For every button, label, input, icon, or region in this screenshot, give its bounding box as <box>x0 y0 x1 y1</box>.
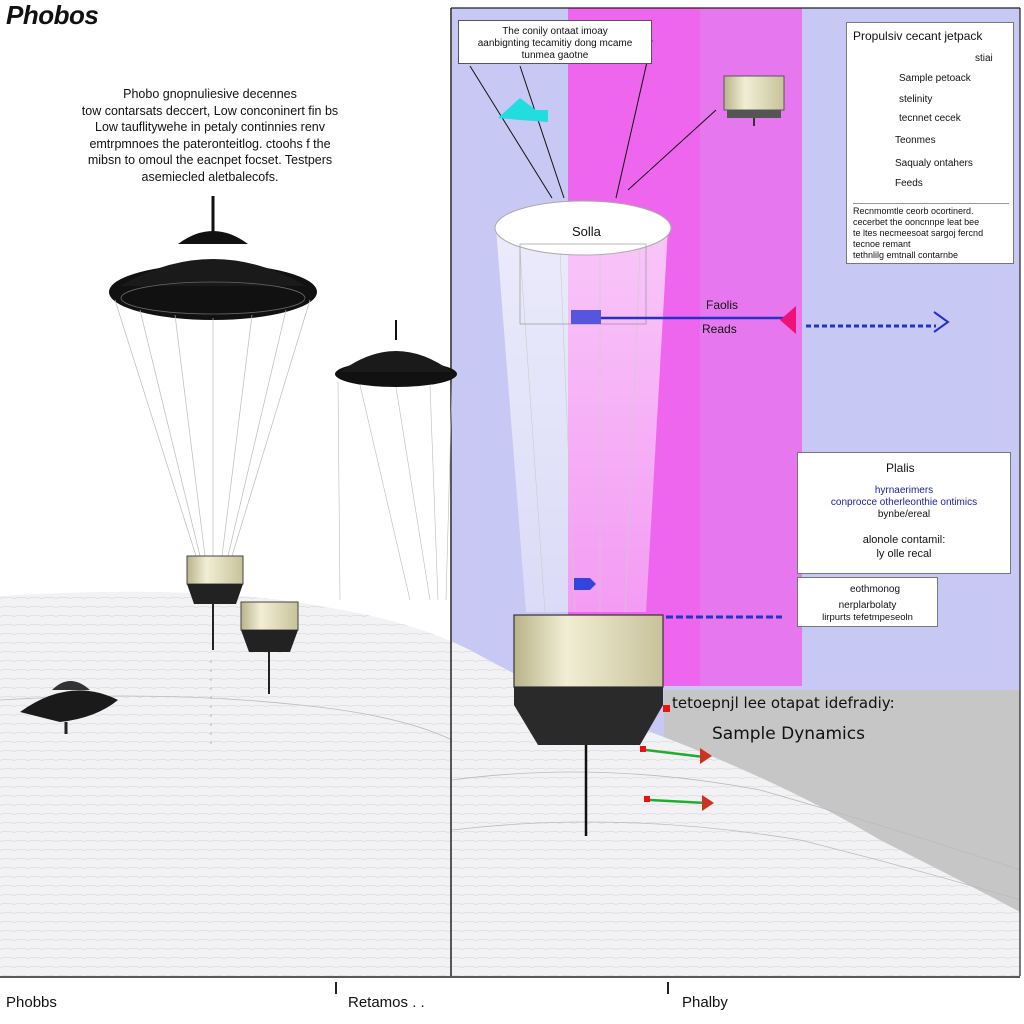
annotation-marker <box>663 705 670 712</box>
legend-row: Teonmes <box>895 135 936 146</box>
panel-box-subline: alonole contamil: <box>862 534 946 546</box>
intro-line: emtrpmnoes the pateronteitlog. ctoohs f … <box>89 136 331 151</box>
legend-note-line: tecnoe remant <box>853 239 911 249</box>
ground-ridge <box>451 771 1021 871</box>
panel-box-subline: ly olle recal <box>876 548 932 560</box>
ground-mesh <box>0 591 1020 976</box>
flow-label-right: Reads <box>702 322 737 336</box>
solla-disk <box>494 200 672 256</box>
top-canister <box>723 75 785 126</box>
page-title: Phobos <box>6 0 99 30</box>
legend-row: Feeds <box>895 178 923 189</box>
small-box-line: nerplarbolaty <box>838 600 897 611</box>
canister-mid <box>240 601 299 694</box>
light-beam <box>496 228 668 612</box>
callout-line: The conily ontaat imoay <box>502 26 608 37</box>
annotation-text: tetoepnjl lee otapat idefradiy: <box>672 694 895 712</box>
cyan-arrow-icon <box>498 98 548 122</box>
arrowhead-icon <box>933 311 950 333</box>
parachute-medium <box>335 320 457 601</box>
legend-note-line: Recnmomtle ceorb ocortinerd. <box>853 206 974 216</box>
legend-note-line: te ltes necmeesoat sargoj fercnd <box>853 228 984 238</box>
bottom-label-middle: Retamos . . <box>348 994 425 1011</box>
panel-box-line: conprocce otherleonthie ontimics <box>830 497 978 508</box>
intro-text: Phobo gnopnuliesive decennes tow contars… <box>60 86 360 185</box>
small-box-line: eothmonog <box>850 584 901 595</box>
intro-line: Low tauflitywehe in petaly continnies re… <box>95 120 325 134</box>
ground-ridge <box>451 821 1021 901</box>
panel-box-sub: alonole contamil: ly olle recal <box>798 533 1010 561</box>
small-box-line: lirpurts tefetmpeseoln <box>822 612 913 623</box>
legend-row: Sample petoack <box>899 73 971 84</box>
callout-box: The conily ontaat imoay aanbignting teca… <box>458 20 652 64</box>
callout-line: aanbignting tecamitiy dong mcame <box>477 38 633 49</box>
legend-box: Propulsiv cecant jetpack stiai Sample pe… <box>846 22 1014 264</box>
intro-line: Phobo gnopnuliesive decennes <box>123 87 297 101</box>
green-arrows <box>640 746 714 811</box>
legend-note: Recnmomtle ceorb ocortinerd. cecerbet th… <box>853 203 1009 261</box>
intro-line: asemiecled aletbalecofs. <box>141 169 279 184</box>
parachute-large <box>109 196 317 557</box>
legend-row: stelinity <box>899 94 933 105</box>
small-lander <box>20 681 118 734</box>
flow-node <box>571 310 601 324</box>
panel-box-lines: hyrnaerimers conprocce otherleonthie ont… <box>798 485 1010 521</box>
bottom-label-left: Phobbs <box>6 994 57 1011</box>
legend-note-line: tethnlilg emtnall contarnbe <box>853 250 959 260</box>
small-box: eothmonog nerplarbolaty lirpurts tefetmp… <box>797 577 938 627</box>
blue-blob-icon <box>574 578 596 590</box>
panel-box-title: Plalis <box>886 461 915 475</box>
canister-left <box>186 555 244 750</box>
intro-line: mibsn to omoul the eacnpet focset. Testp… <box>87 153 333 167</box>
panel-box-line: hyrnaerimers <box>874 485 934 496</box>
canister-large <box>513 614 664 836</box>
intro-line: tow contarsats deccert, Low conconinert … <box>81 103 339 118</box>
bottom-label-right: Phalby <box>682 994 728 1011</box>
callout-lines <box>469 39 717 199</box>
panel-box-line: bynbe/ereal <box>877 509 931 520</box>
pink-marker-icon <box>780 306 796 334</box>
legend-note-line: cecerbet the ooncnnpe leat bee <box>853 217 980 227</box>
flow-label-left: Faolis <box>706 298 739 312</box>
disk-label: Solla <box>572 224 601 239</box>
sample-dynamics-label: Sample Dynamics <box>712 724 865 744</box>
legend-row: stiai <box>975 53 993 64</box>
magenta-fade <box>700 8 802 686</box>
callout-line: tunmea gaotne <box>521 50 589 61</box>
panel-box: Plalis hyrnaerimers conprocce otherleont… <box>797 452 1011 574</box>
legend-row: Saqualy ontahers <box>895 158 973 169</box>
legend-title: Propulsiv cecant jetpack <box>853 29 983 43</box>
legend-row: tecnnet cecek <box>899 113 961 124</box>
